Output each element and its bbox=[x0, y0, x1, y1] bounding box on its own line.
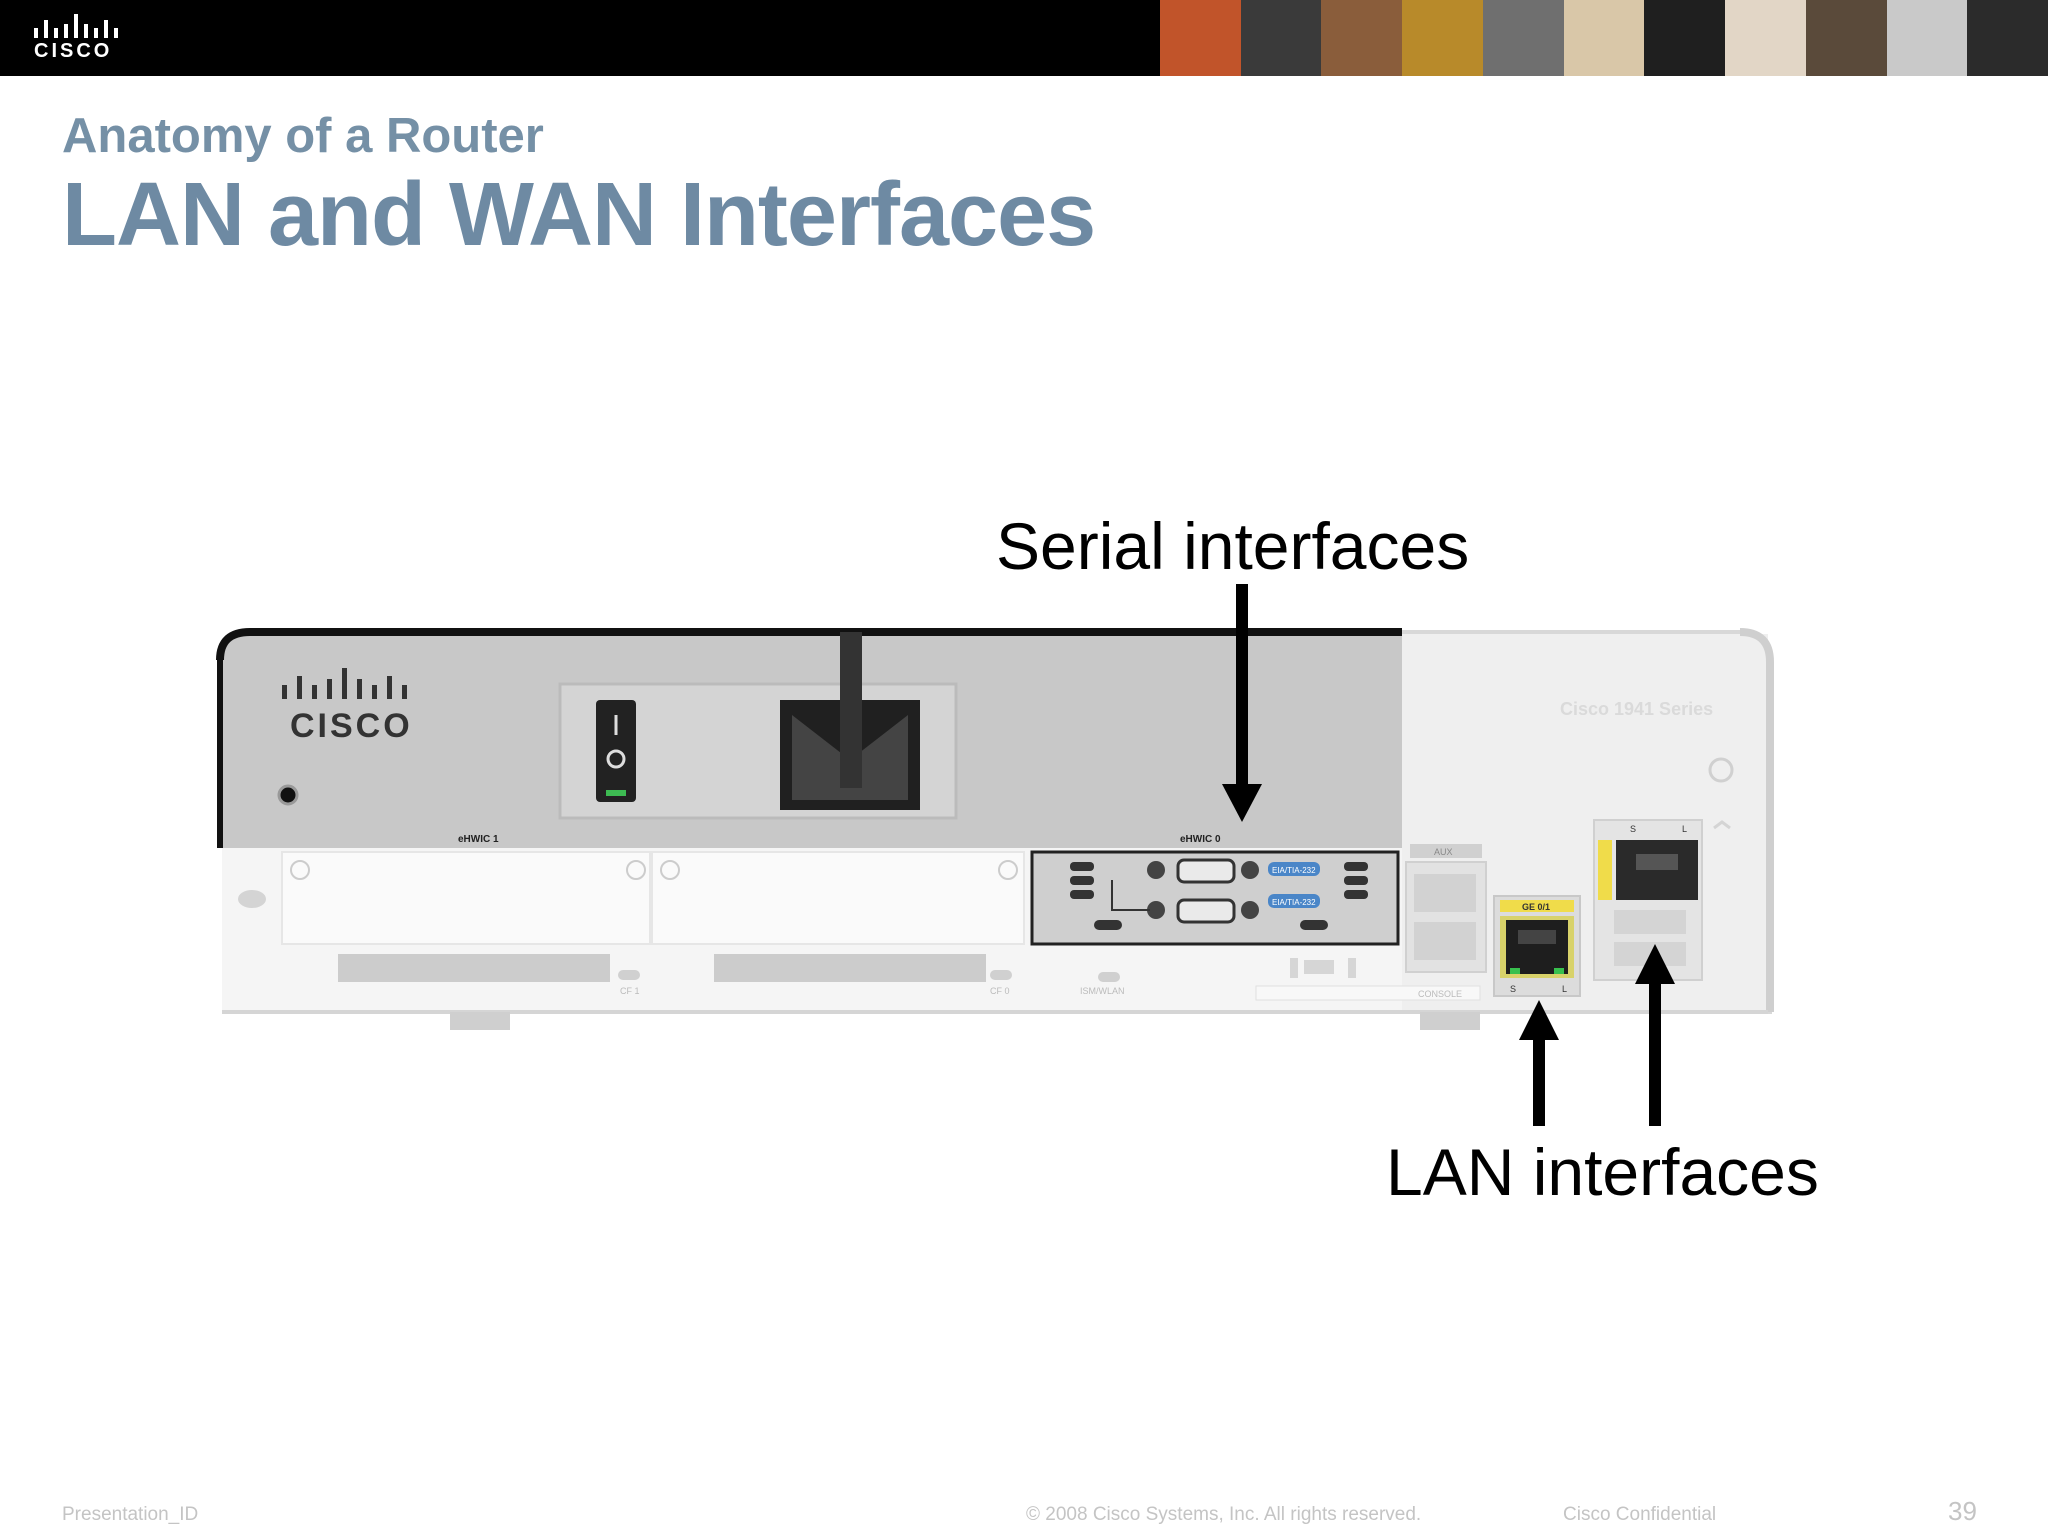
serial-port-2-label: EIA/TIA-232 bbox=[1272, 898, 1316, 907]
footer-confidential: Cisco Confidential bbox=[1563, 1504, 1717, 1525]
slide-subtitle: Anatomy of a Router bbox=[62, 109, 544, 163]
ism-label: ISM/WLAN bbox=[1080, 986, 1125, 996]
lan-interfaces-label: LAN interfaces bbox=[1386, 1135, 1819, 1209]
photo-tile bbox=[1805, 0, 1887, 76]
photo-tile bbox=[1240, 0, 1322, 76]
photo-tile bbox=[1644, 0, 1726, 76]
ge01-s-label: S bbox=[1510, 984, 1516, 994]
foot-left bbox=[450, 1012, 510, 1030]
aux-tag bbox=[1410, 844, 1482, 858]
cf0-label: CF 0 bbox=[990, 986, 1010, 996]
serial-port-1 bbox=[1176, 858, 1236, 884]
lan-arrow-1-icon bbox=[1519, 1000, 1559, 1126]
photo-tile bbox=[1563, 0, 1645, 76]
lan-arrow-2-icon bbox=[1635, 944, 1675, 1126]
photo-tile bbox=[1725, 0, 1806, 76]
cf0-slot bbox=[714, 954, 986, 982]
footer-copyright: © 2008 Cisco Systems, Inc. All rights re… bbox=[1026, 1504, 1422, 1525]
photo-tile bbox=[1886, 0, 1968, 76]
slide-title: LAN and WAN Interfaces bbox=[62, 165, 1096, 265]
photo-tile bbox=[1160, 0, 1241, 76]
ground-icon bbox=[1708, 757, 1734, 783]
console-label: CONSOLE bbox=[1418, 989, 1462, 999]
serial-port-2 bbox=[1176, 898, 1236, 924]
cisco-logo: CISCO bbox=[30, 14, 120, 64]
cisco-logo-text: CISCO bbox=[34, 40, 113, 62]
router-brand-text: CISCO bbox=[290, 707, 413, 745]
slot1-label: eHWIC 1 bbox=[458, 834, 499, 845]
serial-interfaces-label: Serial interfaces bbox=[996, 509, 1470, 583]
cisco-bars-icon bbox=[34, 14, 118, 38]
slot0-label: eHWIC 0 bbox=[1180, 834, 1221, 845]
ge00-s-label: S bbox=[1630, 824, 1636, 834]
photo-tile bbox=[1482, 0, 1564, 76]
router-cisco-bars-icon bbox=[282, 668, 407, 699]
series-label: Cisco 1941 Series bbox=[1560, 699, 1713, 719]
cf1-label: CF 1 bbox=[620, 986, 640, 996]
aux-label: AUX bbox=[1434, 847, 1453, 857]
photo-tile bbox=[1402, 0, 1483, 76]
footer-presentation-id: Presentation_ID bbox=[62, 1504, 199, 1525]
photo-tile bbox=[1967, 0, 2048, 76]
ge00-l-label: L bbox=[1682, 824, 1687, 834]
reset-button bbox=[277, 784, 299, 806]
page-number: 39 bbox=[1948, 1496, 1977, 1526]
blank-slot-1 bbox=[281, 851, 651, 945]
blank-slot-2 bbox=[651, 851, 1025, 945]
photo-tile bbox=[1321, 0, 1403, 76]
photo-strip bbox=[1160, 0, 2048, 76]
ge01-label: GE 0/1 bbox=[1522, 902, 1550, 912]
header-bar: CISCO bbox=[0, 0, 2048, 76]
power-cord bbox=[840, 632, 862, 788]
serial-port-1-label: EIA/TIA-232 bbox=[1272, 866, 1316, 875]
ge01-l-label: L bbox=[1562, 984, 1567, 994]
cf1-slot bbox=[338, 954, 610, 982]
foot-right bbox=[1420, 1012, 1480, 1030]
serial-arrow-icon bbox=[1222, 584, 1262, 822]
